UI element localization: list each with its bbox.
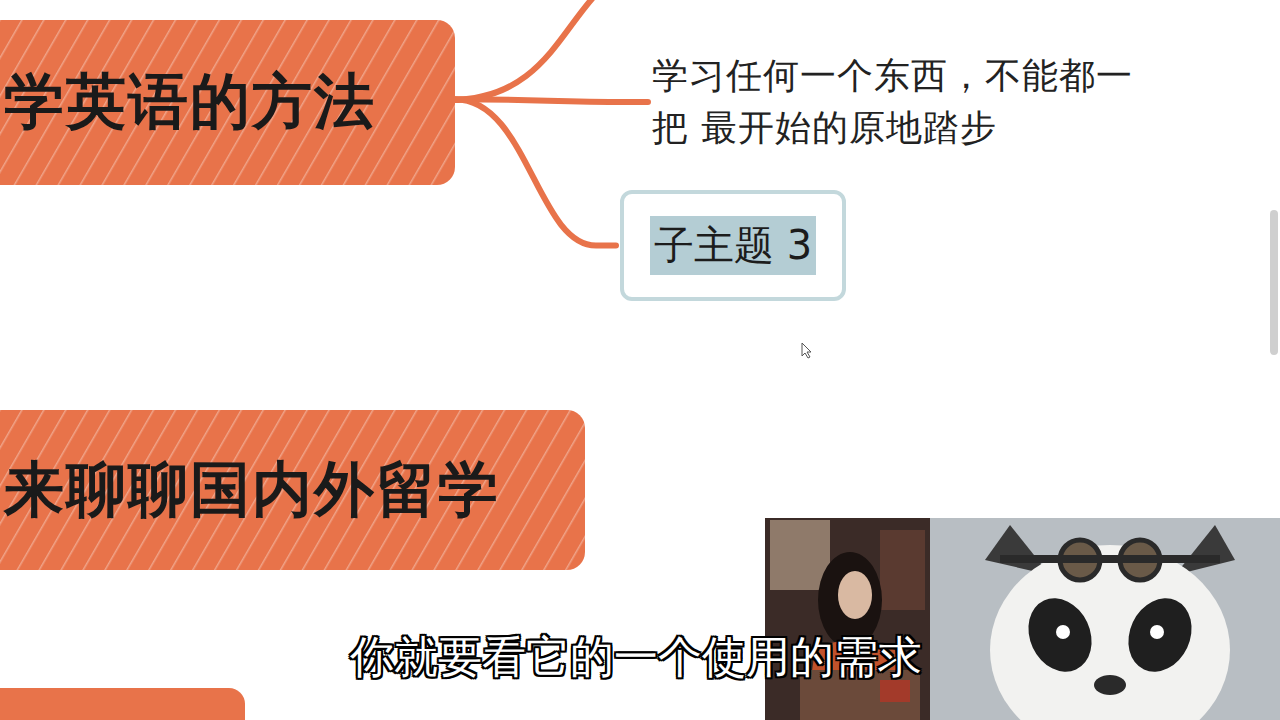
main-topic-box: 学英语的方法	[0, 20, 455, 185]
topic-text: 学习任何一个东西，不能都一把 最开始的原地踏步	[652, 50, 1163, 154]
branch-connector	[455, 99, 616, 245]
topic-label: 来聊聊国内外留学	[0, 450, 500, 531]
branch-up	[450, 0, 600, 100]
topic-label: 学习任何一个东西，不能都一把 最开始的原地踏步	[652, 50, 1163, 154]
main-topic-box: 来聊聊国内外留学	[0, 410, 585, 570]
topic-label: 子主题 3	[650, 216, 816, 275]
mouse-cursor	[802, 343, 811, 358]
partial-topic-box	[0, 688, 245, 720]
scrollbar	[1270, 210, 1278, 355]
branch-connector	[455, 99, 648, 102]
webcam-inset	[765, 518, 1280, 720]
subtopic-box: 子主题 3	[620, 190, 846, 301]
topic-label: 学英语的方法	[0, 62, 376, 143]
subtitle-caption: 你就要看它的一个使用的需求	[350, 628, 922, 687]
